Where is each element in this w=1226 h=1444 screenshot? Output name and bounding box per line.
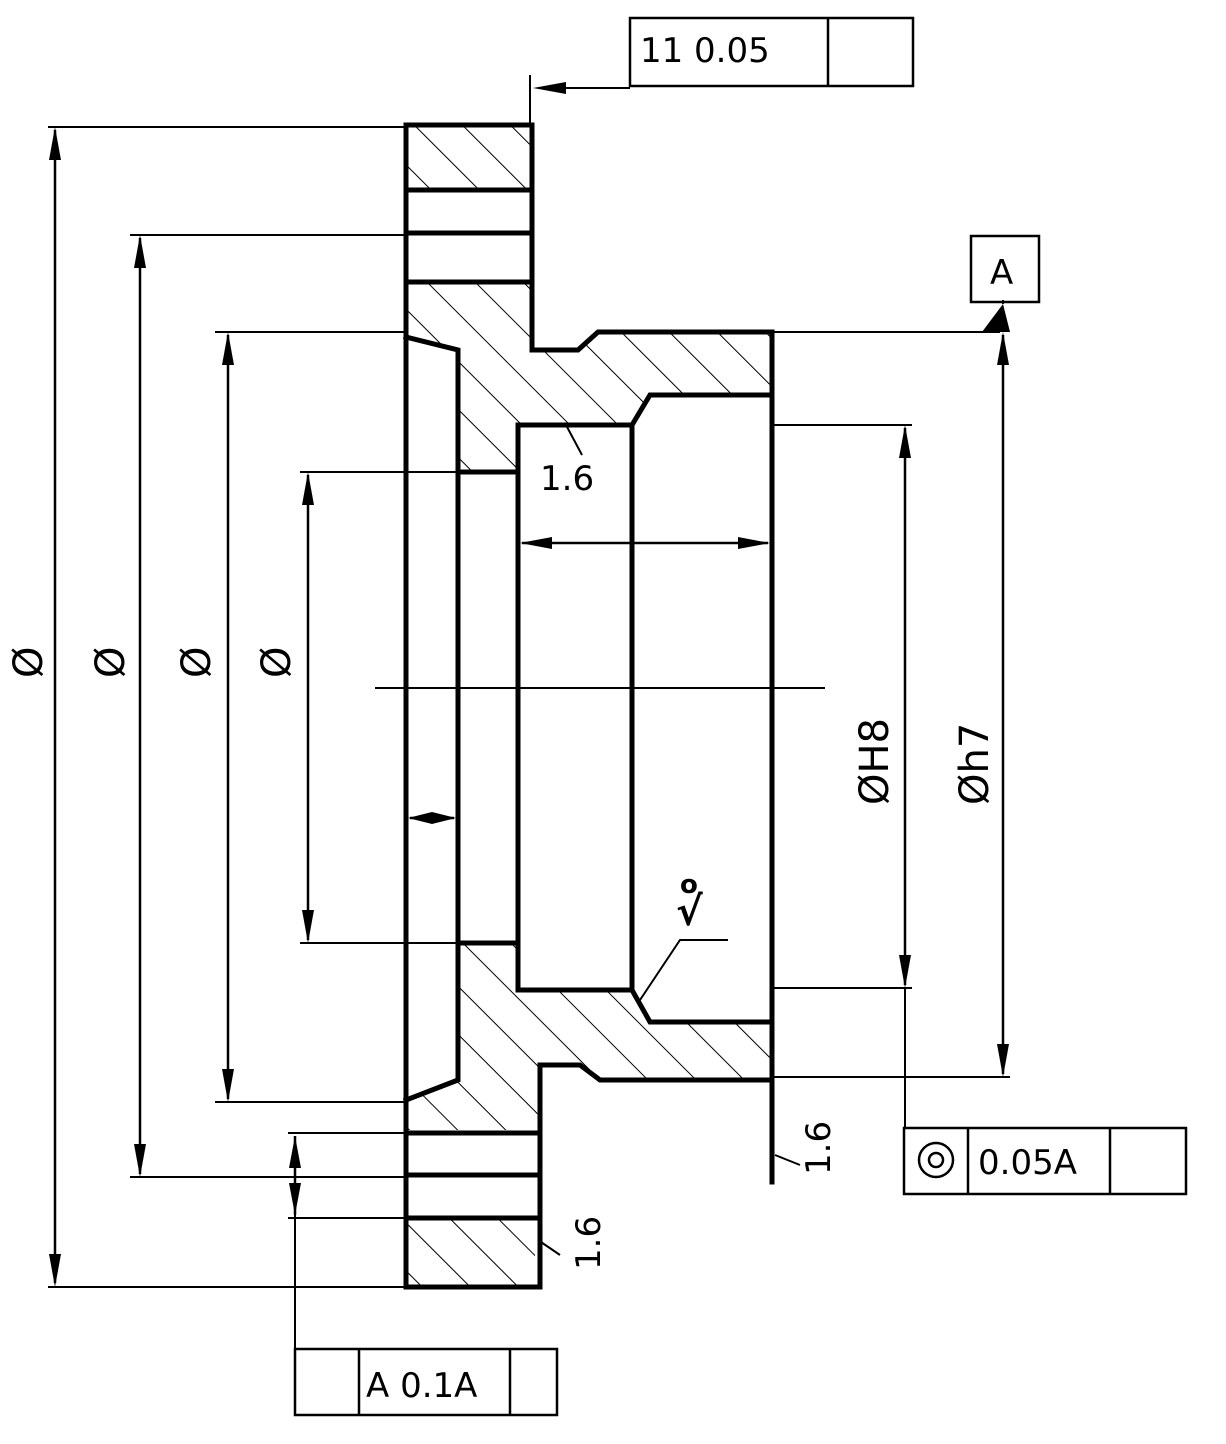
dimension-labels: 1.6 √ o 1.6 1.6 Ø Ø Ø Ø ØH8 Øh7 xyxy=(6,459,998,1270)
dia-label-bore: ØH8 xyxy=(852,718,898,805)
roughness-leaders xyxy=(537,424,801,1256)
feature-frame-bottom-left: A 0.1A xyxy=(293,1347,559,1417)
roughness-chamfer-symbol: √ xyxy=(676,889,703,935)
extension-lines xyxy=(48,75,1010,1288)
roughness-face: 1.6 xyxy=(799,1121,839,1175)
frame-top-char: 11 xyxy=(640,31,683,71)
dia-label-3: Ø xyxy=(174,647,220,678)
datum-box: A xyxy=(969,234,1041,304)
part-outline xyxy=(375,122,825,1290)
dia-label-4: Ø xyxy=(254,647,300,678)
roughness-chamfer-sub: o xyxy=(680,870,698,900)
frame-right-tolerance: 0.05A xyxy=(978,1143,1077,1183)
dia-label-1: Ø xyxy=(6,647,52,678)
dia-label-2: Ø xyxy=(88,647,134,678)
section-hatching xyxy=(408,127,770,1285)
feature-frame-top: 11 0.05 xyxy=(628,16,915,88)
dimension-lines xyxy=(49,82,1010,1350)
frame-top-tolerance: 0.05 xyxy=(694,31,770,71)
dia-label-hub: Øh7 xyxy=(952,723,998,805)
frame-bottom-tolerance: A 0.1A xyxy=(366,1366,477,1406)
roughness-bore: 1.6 xyxy=(540,459,594,499)
roughness-flange: 1.6 xyxy=(569,1216,609,1270)
feature-frame-right: 0.05A xyxy=(902,1126,1188,1196)
datum-label: A xyxy=(990,253,1013,293)
